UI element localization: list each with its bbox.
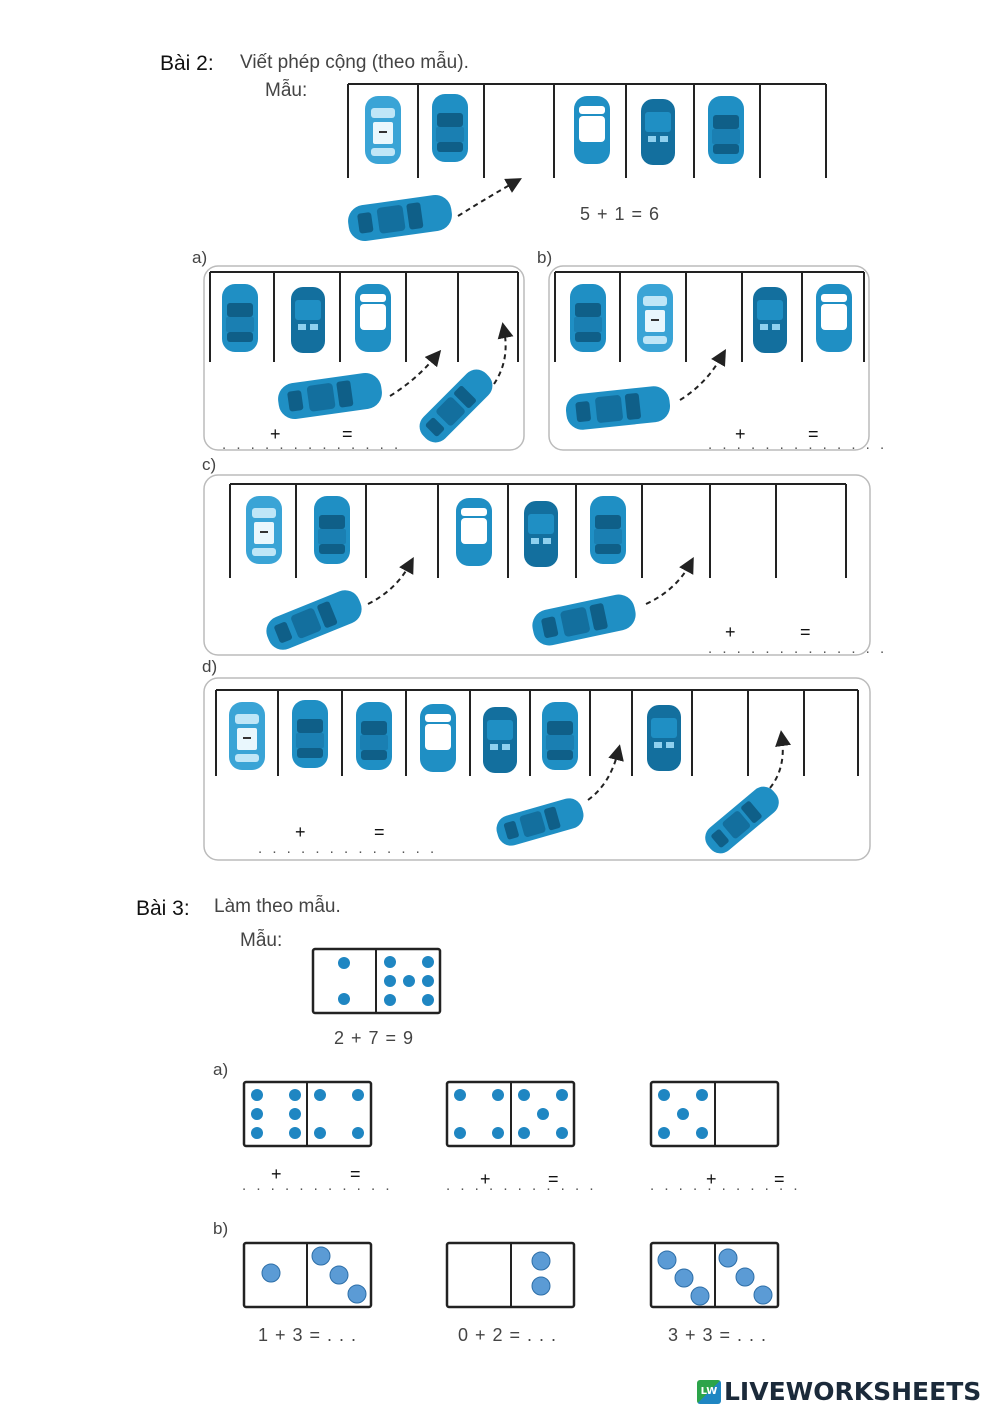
equation-3b3: 3 + 3 = . . . bbox=[668, 1325, 768, 1345]
logo-icon: LW bbox=[697, 1380, 721, 1404]
answer-blank-d[interactable]: . . . . . . . . . . . . . bbox=[258, 840, 438, 857]
answer-blank-3a3[interactable]: . . . . . . . . . . . bbox=[650, 1177, 801, 1194]
bai3-sample-equation: 2 + 7 = 9 bbox=[334, 1028, 415, 1048]
equation-3b2: 0 + 2 = . . . bbox=[458, 1325, 558, 1345]
domino-a3 bbox=[649, 1080, 780, 1148]
panel-b bbox=[548, 265, 870, 451]
bai3-instruction: Làm theo mẫu. bbox=[214, 896, 341, 917]
plus-sign-c: + bbox=[725, 622, 736, 642]
domino-b2 bbox=[445, 1241, 576, 1309]
bai2-instruction: Viết phép cộng (theo mẫu). bbox=[240, 52, 469, 73]
answer-blank-3a1[interactable]: . . . . . . . . . . . bbox=[242, 1177, 393, 1194]
plus-sign-d: + bbox=[295, 822, 306, 842]
answer-blank-c[interactable]: . . . . . . . . . . . . . bbox=[708, 640, 888, 657]
bai2-part-d-label: d) bbox=[202, 657, 218, 676]
domino-sample bbox=[311, 947, 442, 1015]
plus-sign-a: + bbox=[270, 424, 281, 444]
equals-sign-c: = bbox=[800, 622, 811, 642]
bai2-part-c-label: c) bbox=[202, 455, 217, 474]
answer-blank-a[interactable]: . . . . . . . . . . . . . bbox=[222, 436, 402, 453]
liveworksheets-logo: LW bbox=[697, 1380, 721, 1404]
bai2-part-b-label: b) bbox=[537, 248, 553, 267]
equals-sign-3a1: = bbox=[350, 1164, 361, 1184]
bai2-sample-equation: 5 + 1 = 6 bbox=[580, 204, 661, 224]
equation-3b1: 1 + 3 = . . . bbox=[258, 1325, 358, 1345]
bai2-sample-label: Mẫu: bbox=[265, 80, 308, 101]
plus-sign-3a2: + bbox=[480, 1169, 491, 1189]
domino-b1 bbox=[242, 1241, 373, 1309]
bai3-part-b-label: b) bbox=[213, 1219, 229, 1238]
brand-name: LIVEWORKSHEETS bbox=[724, 1377, 982, 1406]
plus-sign-3a3: + bbox=[706, 1169, 717, 1189]
equals-sign-a: = bbox=[342, 424, 353, 444]
answer-blank-3a2[interactable]: . . . . . . . . . . . bbox=[446, 1177, 597, 1194]
domino-b3 bbox=[649, 1241, 780, 1309]
sample-lot bbox=[347, 83, 827, 178]
plus-sign-3a1: + bbox=[271, 1164, 282, 1184]
domino-a1 bbox=[242, 1080, 373, 1148]
bai3-part-a-label: a) bbox=[213, 1060, 229, 1079]
bai3-title: Bài 3: bbox=[136, 897, 190, 920]
equals-sign-d: = bbox=[374, 822, 385, 842]
equals-sign-3a3: = bbox=[774, 1169, 785, 1189]
bai3-sample-label: Mẫu: bbox=[240, 930, 283, 951]
panel-a bbox=[203, 265, 525, 451]
bai2-part-a-label: a) bbox=[192, 248, 208, 267]
panel-d bbox=[203, 677, 871, 861]
bai2-title: Bài 2: bbox=[160, 52, 214, 75]
answer-blank-b[interactable]: . . . . . . . . . . . . . bbox=[708, 436, 888, 453]
domino-a2 bbox=[445, 1080, 576, 1148]
plus-sign-b: + bbox=[735, 424, 746, 444]
panel-c bbox=[203, 474, 871, 656]
equals-sign-b: = bbox=[808, 424, 819, 444]
equals-sign-3a2: = bbox=[548, 1169, 559, 1189]
